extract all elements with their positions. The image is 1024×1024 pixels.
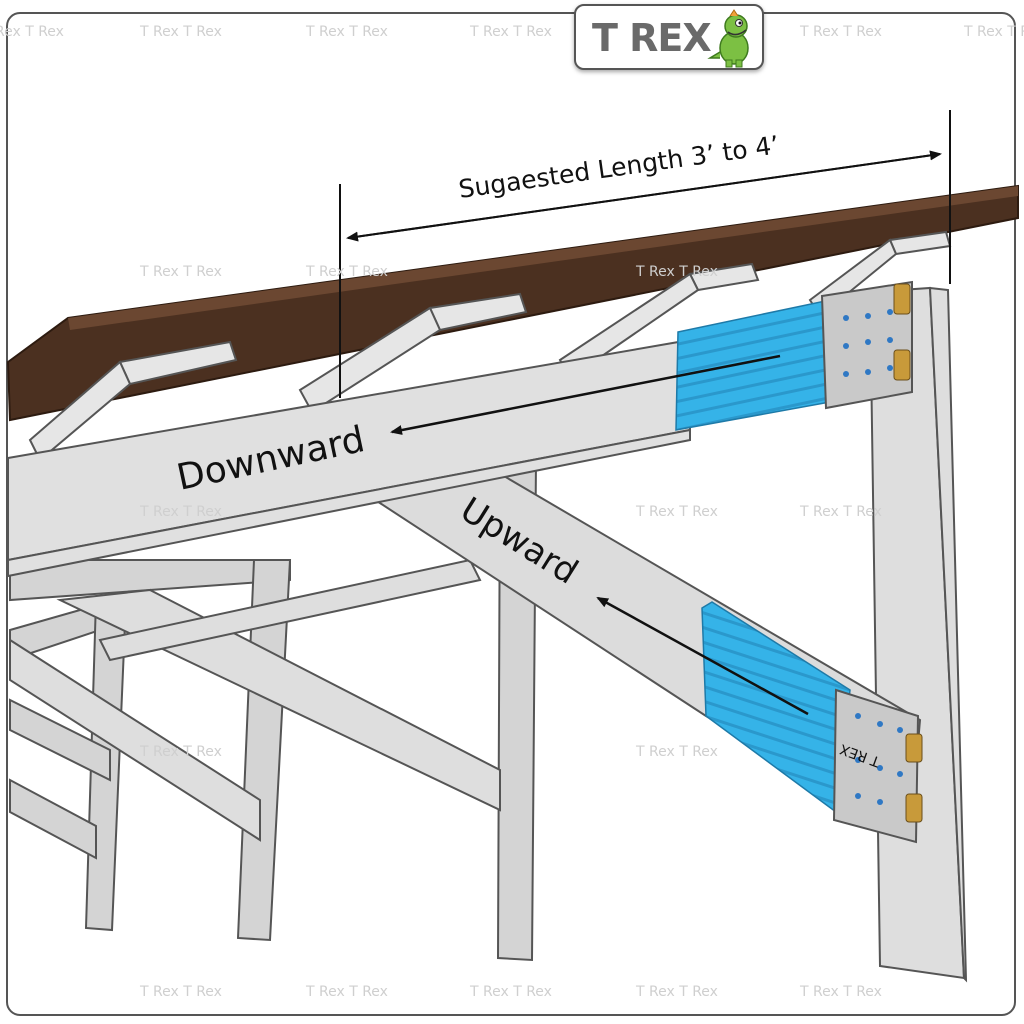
logo-text: T REX bbox=[592, 16, 712, 60]
brand-logo: T REX bbox=[574, 4, 764, 70]
watermark: T Rex T Rex bbox=[636, 264, 718, 280]
length-label: Sugaested Length 3’ to 4’ bbox=[457, 130, 781, 204]
watermark: T Rex T Rex bbox=[964, 24, 1024, 40]
watermark: T Rex T Rex bbox=[306, 264, 388, 280]
dinosaur-icon bbox=[707, 9, 749, 68]
watermark: T Rex T Rex bbox=[306, 24, 388, 40]
watermark: T Rex T Rex bbox=[140, 504, 222, 520]
watermark: T Rex T Rex bbox=[140, 264, 222, 280]
front-beams bbox=[9, 558, 501, 842]
watermark: T Rex T Rex bbox=[470, 24, 552, 40]
watermark: T Rex T Rex bbox=[636, 504, 718, 520]
watermark: T Rex T Rex bbox=[0, 24, 64, 40]
watermark: T Rex T Rex bbox=[140, 24, 222, 40]
watermark: T Rex T Rex bbox=[800, 504, 882, 520]
watermark: T Rex T Rex bbox=[140, 984, 222, 1000]
watermark: T Rex T Rex bbox=[636, 744, 718, 760]
watermark: T Rex T Rex bbox=[636, 984, 718, 1000]
watermark: T Rex T Rex bbox=[140, 744, 222, 760]
watermark: T Rex T Rex bbox=[306, 984, 388, 1000]
watermark: T Rex T Rex bbox=[800, 24, 882, 40]
watermark: T Rex T Rex bbox=[800, 984, 882, 1000]
upper-bracket bbox=[675, 280, 913, 431]
lower-bracket: T REX bbox=[701, 601, 923, 844]
watermark: T Rex T Rex bbox=[470, 984, 552, 1000]
downward-beam bbox=[7, 338, 691, 578]
